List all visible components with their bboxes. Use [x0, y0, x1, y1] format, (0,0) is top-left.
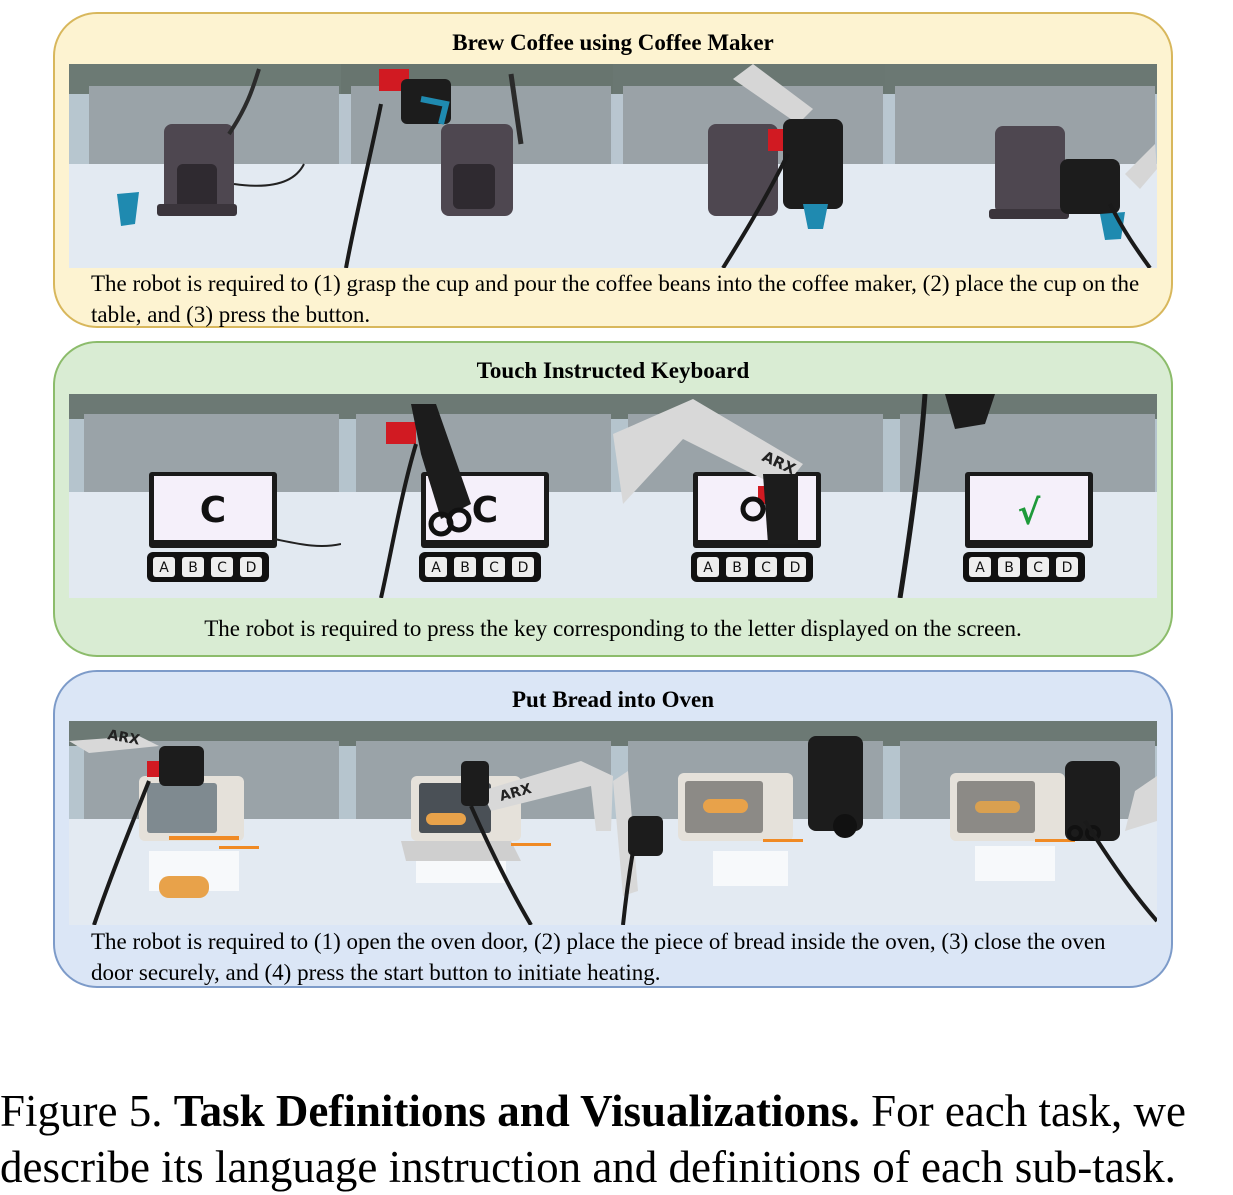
arm-label: ARX: [106, 727, 141, 748]
keyboard-frame-2: C A B C D: [341, 394, 613, 598]
figure-caption: Figure 5. Task Definitions and Visualiza…: [0, 1083, 1233, 1195]
figure-text: For each task, we describe its language …: [0, 1086, 1186, 1192]
oven-frame-4: [885, 721, 1157, 925]
key-label: D: [246, 560, 257, 576]
keyboard-frame-3: ARX A B C D: [613, 394, 885, 598]
key-label: C: [489, 560, 499, 576]
coffee-frame-3: [613, 64, 885, 268]
key-label: B: [188, 560, 198, 576]
screen-check: √: [1018, 493, 1041, 533]
key-label: C: [1033, 560, 1043, 576]
key-label: D: [1062, 560, 1073, 576]
key-label: D: [790, 560, 801, 576]
image-strip-oven: ARX ARX: [69, 721, 1157, 925]
screen-letter: C: [472, 490, 498, 531]
screen-letter: C: [200, 490, 226, 531]
oven-frame-2: ARX: [341, 721, 613, 925]
figure-title: Task Definitions and Visualizations.: [173, 1086, 860, 1136]
task-panel-oven: Put Bread into Oven ARX: [53, 670, 1173, 988]
key-label: A: [703, 560, 713, 576]
image-strip-coffee: [69, 64, 1157, 268]
oven-frame-1: ARX: [69, 721, 341, 925]
key-label: A: [975, 560, 985, 576]
keyboard-frame-1: C A B C D: [69, 394, 341, 598]
panel-title: Brew Coffee using Coffee Maker: [452, 30, 774, 55]
panel-description: The robot is required to (1) grasp the c…: [91, 271, 1140, 327]
key-label: C: [217, 560, 227, 576]
oven-frame-3: [613, 721, 885, 925]
key-label: A: [159, 560, 169, 576]
key-label: B: [460, 560, 470, 576]
key-label: C: [761, 560, 771, 576]
coffee-frame-2: [341, 64, 613, 268]
panel-description: The robot is required to press the key c…: [204, 616, 1022, 641]
panel-title: Put Bread into Oven: [511, 687, 715, 712]
key-label: B: [732, 560, 742, 576]
task-panel-keyboard: Touch Instructed Keyboard C A B C D: [53, 341, 1173, 657]
panel-description: The robot is required to (1) open the ov…: [91, 929, 1106, 985]
key-label: B: [1004, 560, 1014, 576]
key-label: D: [518, 560, 529, 576]
panel-title: Touch Instructed Keyboard: [476, 358, 750, 383]
coffee-frame-1: [69, 64, 341, 268]
task-panel-coffee: Brew Coffee using Coffee Maker: [53, 12, 1173, 328]
keyboard-frame-4: √ A B C D: [885, 394, 1157, 598]
key-label: A: [431, 560, 441, 576]
image-strip-keyboard: C A B C D C: [69, 394, 1157, 598]
coffee-frame-4: [885, 64, 1157, 268]
figure-label: Figure 5.: [0, 1086, 163, 1136]
